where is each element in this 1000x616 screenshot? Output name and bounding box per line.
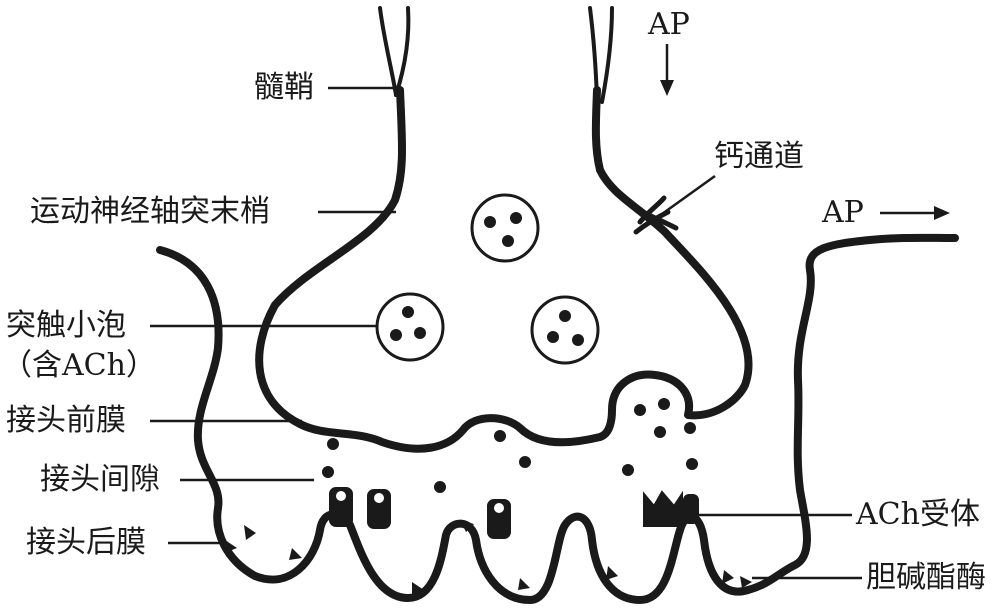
- label-ach-receptor: ACh受体: [856, 497, 980, 532]
- arrow-down-icon: [660, 80, 674, 96]
- label-cholinesterase: 胆碱酯酶: [866, 560, 986, 595]
- label-cleft: 接头间隙: [40, 462, 160, 497]
- postsynaptic-membrane: [156, 233, 959, 604]
- vesicle-right: [530, 295, 600, 365]
- vesicle-fusing-center: [494, 430, 506, 442]
- ach-receptor: [487, 499, 511, 539]
- label-ap-top: AP: [648, 7, 690, 42]
- leader-calcium-channel: [661, 174, 716, 216]
- leader-lines: [150, 44, 938, 580]
- ach-receptor: [643, 490, 683, 527]
- axon-terminal-membrane: [255, 86, 753, 453]
- label-axon-terminal: 运动神经轴突末梢: [30, 194, 270, 229]
- ach-receptor: [329, 487, 353, 527]
- ach-receptor: [683, 494, 699, 524]
- label-vesicle-line2: （含ACh）: [2, 348, 156, 383]
- label-presynaptic: 接头前膜: [6, 403, 126, 438]
- calcium-channel: [629, 195, 679, 235]
- ach-receptors: [329, 487, 699, 539]
- myelin-sheath: [378, 6, 614, 104]
- arrow-right-icon: [934, 206, 950, 220]
- label-postsynaptic: 接头后膜: [26, 525, 146, 560]
- synaptic-vesicles: [375, 193, 670, 442]
- arrow-heads: [660, 80, 950, 220]
- label-vesicle-line1: 突触小泡: [6, 308, 126, 343]
- vesicle-left: [375, 292, 445, 362]
- ach-receptor: [367, 489, 391, 529]
- label-ap-right: AP: [822, 195, 864, 230]
- ach-in-cleft: [322, 422, 698, 493]
- label-calcium-channel: 钙通道: [714, 139, 804, 174]
- label-myelin: 髓鞘: [254, 70, 314, 105]
- vesicle-top: [470, 193, 540, 263]
- vesicle-fusing: [634, 398, 670, 438]
